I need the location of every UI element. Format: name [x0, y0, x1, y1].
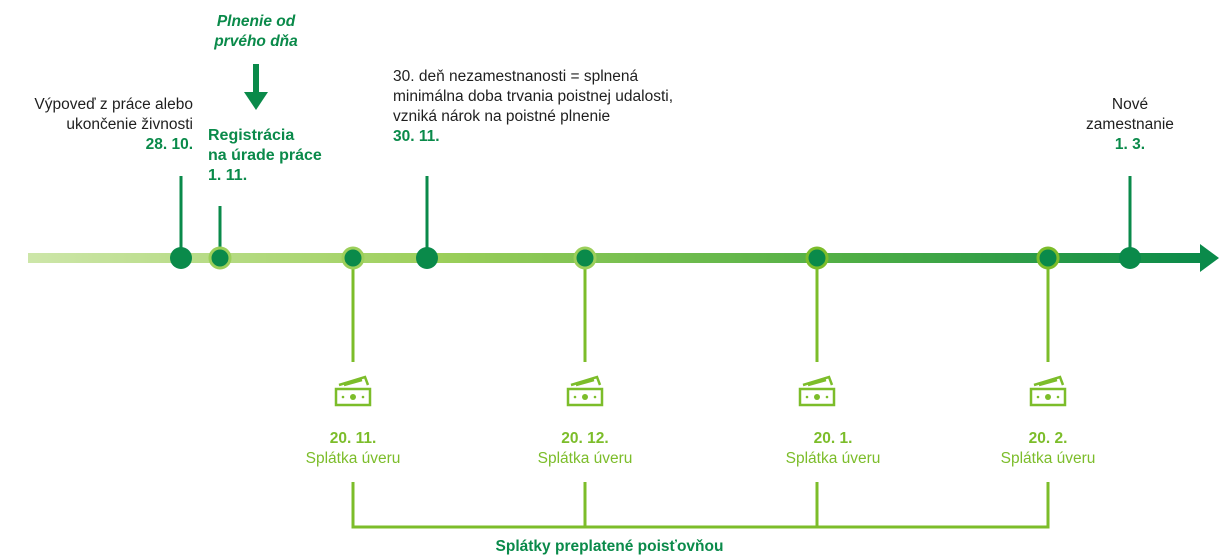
marker-payment-3 — [805, 246, 829, 270]
payment-3: 20. 1. Splátka úveru — [753, 429, 913, 469]
payment-1: 20. 11. Splátka úveru — [273, 429, 433, 469]
money-icon — [1029, 375, 1067, 407]
payment-label: Splátka úveru — [305, 450, 401, 467]
event-day30: 30. deň nezamestnanosti = splnená minimá… — [393, 67, 673, 147]
new-job-line1: Nové — [1111, 96, 1149, 113]
marker-payment-1 — [341, 246, 365, 270]
day30-line2: minimálna doba trvania poistnej udalosti… — [393, 88, 674, 105]
resignation-date: 28. 10. — [145, 136, 193, 153]
payment-label: Splátka úveru — [537, 450, 633, 467]
payment-label: Splátka úveru — [1000, 450, 1096, 467]
marker-day30 — [416, 247, 438, 269]
first-day-line1: Plnenie od — [216, 13, 296, 30]
new-job-line2: zamestnanie — [1086, 116, 1174, 133]
registration-date: 1. 11. — [208, 167, 248, 184]
day30-line3: vzniká nárok na poistné plnenie — [393, 108, 611, 125]
event-registration: Registrácia na úrade práce 1. 11. — [208, 126, 322, 186]
marker-payment-2 — [573, 246, 597, 270]
event-new-job: Nové zamestnanie 1. 3. — [1070, 95, 1190, 155]
payment-date: 20. 2. — [1028, 430, 1068, 447]
day30-date: 30. 11. — [393, 128, 440, 145]
event-resignation: Výpoveď z práce alebo ukončenie živnosti… — [0, 95, 193, 155]
payment-date: 20. 12. — [561, 430, 609, 447]
timeline-axis — [28, 253, 1203, 263]
timeline-arrowhead — [1200, 244, 1219, 272]
money-icon — [566, 375, 604, 407]
money-icon — [334, 375, 372, 407]
payment-date: 20. 1. — [813, 430, 853, 447]
registration-line2: na úrade práce — [208, 147, 322, 164]
marker-new-job — [1119, 247, 1141, 269]
down-arrow-icon — [244, 64, 268, 110]
money-icon — [798, 375, 836, 407]
payments-covered-label: Splátky preplatené poisťovňou — [495, 538, 724, 555]
payment-label: Splátka úveru — [785, 450, 881, 467]
resignation-line1: Výpoveď z práce alebo — [34, 96, 193, 113]
day30-line1: 30. deň nezamestnanosti = splnená — [393, 68, 639, 85]
new-job-date: 1. 3. — [1114, 136, 1146, 153]
resignation-line2: ukončenie živnosti — [66, 116, 193, 133]
registration-line1: Registrácia — [208, 127, 295, 144]
payment-4: 20. 2. Splátka úveru — [968, 429, 1128, 469]
payment-date: 20. 11. — [329, 430, 377, 447]
first-day-line2: prvého dňa — [214, 33, 298, 50]
payments-bracket — [351, 482, 1050, 529]
payment-2: 20. 12. Splátka úveru — [505, 429, 665, 469]
marker-registration — [208, 246, 232, 270]
first-day-label: Plnenie od prvého dňa — [196, 12, 316, 52]
marker-payment-4 — [1036, 246, 1060, 270]
marker-resignation — [170, 247, 192, 269]
